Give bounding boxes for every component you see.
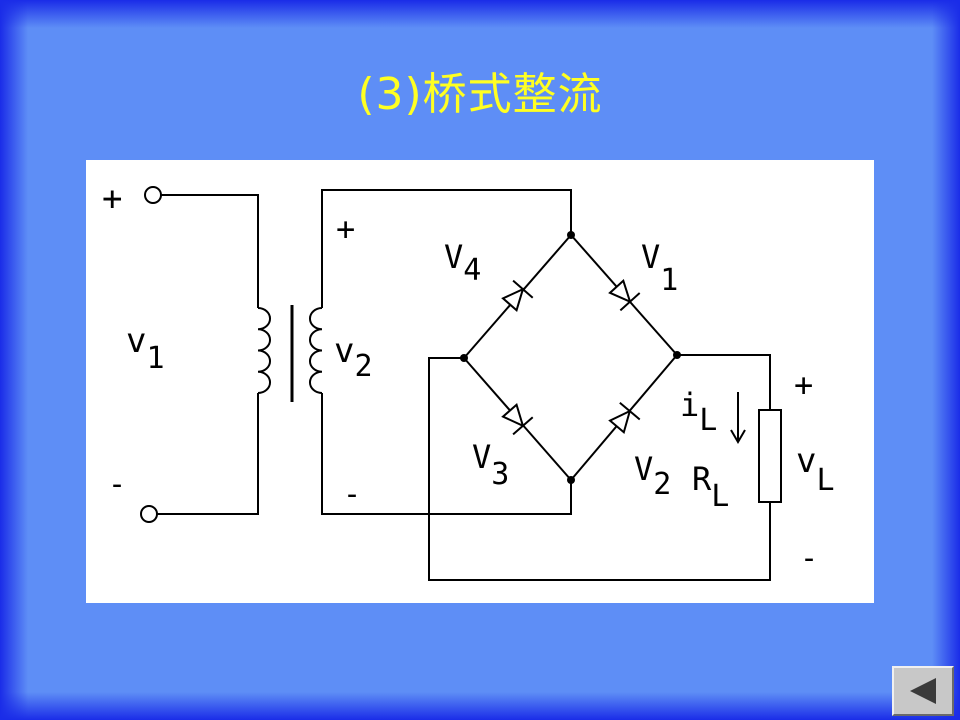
secondary-plus-label: + [336,210,355,248]
v1-label: v1 [126,321,165,376]
secondary-coil [308,307,323,394]
diode-V2-label: V2 [634,450,671,502]
diode-V4-label: V4 [444,238,481,288]
secondary-wire-top [321,189,572,308]
slide-title: (3)桥式整流 [357,69,603,120]
primary-wire-bottom [157,393,259,515]
bridge-node-top [567,231,575,239]
input-terminal-top [144,186,162,204]
load-minus-label: - [800,541,818,576]
input-terminal-bottom [140,505,158,523]
secondary-minus-label: - [343,477,361,512]
diode-V2-icon [608,401,641,434]
RL-label: RL [692,460,729,514]
load-plus-label: + [794,366,813,404]
load-wire-bottom [428,357,771,581]
bridge-rectifier-diagram: + - v1 v2 + - V4 V1 V3 V2 iL RL + vL - [86,160,874,603]
diode-V1-icon [608,279,641,312]
triangle-left-icon [910,678,936,704]
secondary-wire-bottom [321,393,572,515]
back-button[interactable] [892,666,954,716]
v2-label: v2 [334,331,373,384]
diode-V3-icon [501,403,534,436]
current-arrow-icon [730,392,746,444]
vL-label: vL [796,441,835,498]
load-wire-top [677,354,771,410]
bridge-node-left [460,354,468,362]
diode-V3-label: V3 [472,438,509,492]
input-plus-label: + [102,179,122,219]
iL-label: iL [680,386,717,438]
primary-coil [257,307,272,394]
diode-V4-icon [501,279,534,312]
input-minus-label: - [108,467,126,502]
bridge-node-right [673,351,681,359]
diode-V1-label: V1 [641,238,678,298]
primary-wire-top [161,194,259,308]
load-resistor-RL [758,409,782,503]
bridge-node-bottom [567,476,575,484]
